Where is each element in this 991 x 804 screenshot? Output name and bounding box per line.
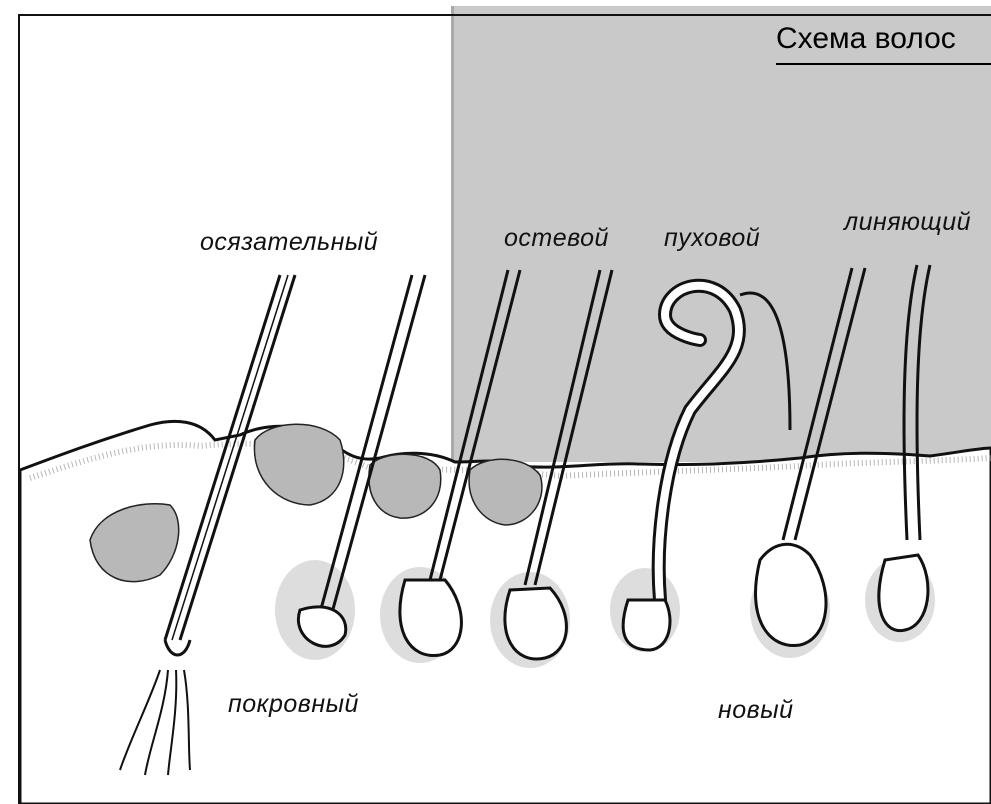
label-molting: линяющий xyxy=(836,206,979,239)
label-guard: остевой xyxy=(494,222,619,255)
label-down: пуховой xyxy=(656,222,768,255)
label-tactile: осязательный xyxy=(200,228,378,257)
label-covering: покровный xyxy=(228,690,359,719)
label-new: новый xyxy=(718,696,794,725)
